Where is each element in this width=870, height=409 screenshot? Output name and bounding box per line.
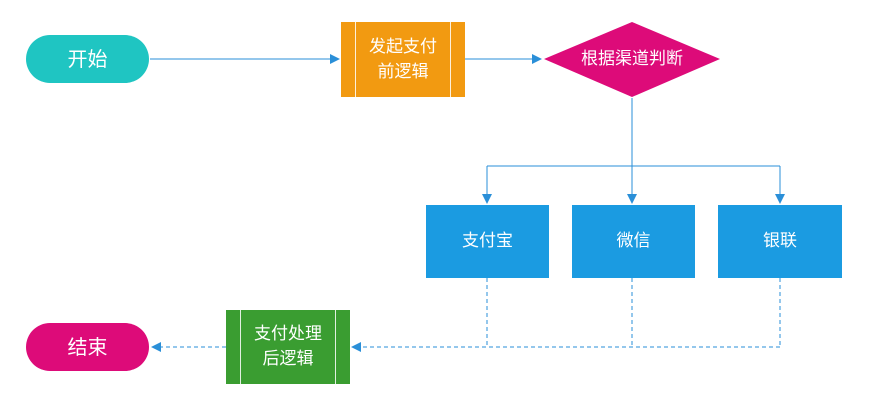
unionpay-node: 银联 [718,205,842,278]
post-payment-node: 支付处理 后逻辑 [226,310,350,384]
left-rail [240,310,241,384]
end-label: 结束 [67,334,108,359]
decision-diamond [544,22,720,97]
wechat-label: 微信 [616,231,651,251]
decision-label: 根据渠道判断 [581,49,683,69]
initiate-payment-node: 发起支付 前逻辑 [341,22,465,97]
alipay-label: 支付宝 [462,231,513,251]
end-node: 结束 [26,323,149,371]
alipay-node: 支付宝 [426,205,549,278]
left-rail [355,22,356,97]
unionpay-label: 银联 [763,231,797,251]
start-node: 开始 [26,35,149,83]
wechat-node: 微信 [572,205,695,278]
right-rail [335,310,336,384]
right-rail [450,22,451,97]
initiate-label: 发起支付 前逻辑 [369,36,437,82]
post-label: 支付处理 后逻辑 [254,324,322,369]
start-label: 开始 [67,46,108,71]
decision-node: 根据渠道判断 [544,22,720,97]
